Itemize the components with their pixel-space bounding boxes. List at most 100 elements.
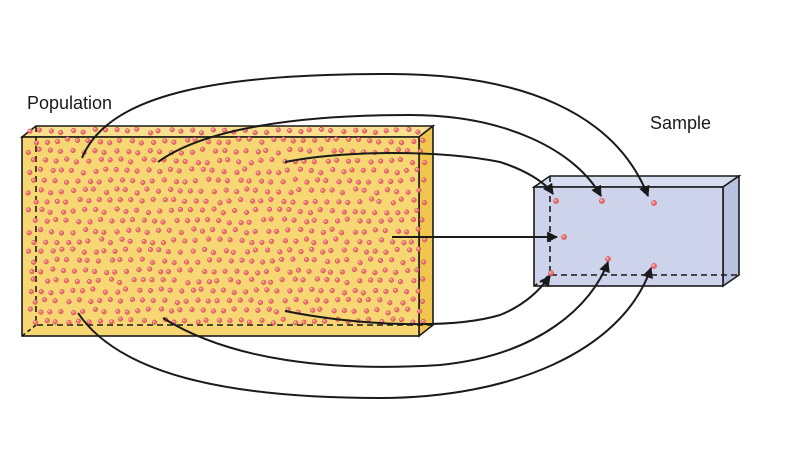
- dot: [58, 129, 64, 136]
- dot: [76, 239, 82, 245]
- dot: [372, 210, 378, 216]
- dot: [258, 157, 264, 163]
- dot: [74, 137, 81, 143]
- dot: [205, 298, 211, 304]
- dot: [394, 189, 400, 195]
- dot: [255, 149, 261, 155]
- dot: [422, 160, 428, 166]
- dot: [107, 296, 113, 303]
- dot: [58, 167, 64, 173]
- dot: [298, 129, 304, 135]
- dot: [311, 217, 317, 223]
- dot: [192, 178, 198, 184]
- dot: [259, 239, 265, 245]
- dot: [398, 178, 404, 184]
- dot: [310, 307, 316, 313]
- dot: [135, 150, 141, 156]
- dot: [80, 129, 86, 135]
- dot: [199, 207, 205, 213]
- dot: [191, 226, 197, 232]
- dot: [210, 308, 216, 314]
- arrow-middle-bottom: [162, 260, 610, 368]
- dot: [286, 206, 292, 213]
- dot: [86, 279, 92, 285]
- dot: [38, 248, 44, 254]
- dot: [190, 127, 196, 133]
- dot: [259, 317, 265, 323]
- dot: [114, 186, 120, 192]
- dot: [58, 230, 65, 236]
- dot: [157, 169, 163, 175]
- dot: [250, 198, 256, 204]
- dot: [109, 257, 116, 263]
- dot: [129, 217, 136, 223]
- dot: [377, 257, 384, 264]
- dot: [404, 289, 410, 295]
- dot: [217, 158, 223, 164]
- dot: [234, 268, 240, 274]
- dot: [114, 206, 120, 212]
- dot: [83, 226, 89, 233]
- dot: [223, 248, 229, 254]
- dot: [415, 226, 421, 232]
- dot: [38, 166, 44, 172]
- dot: [92, 148, 98, 154]
- dot: [171, 277, 177, 283]
- dot: [119, 177, 126, 183]
- dot: [385, 310, 391, 316]
- dot: [266, 206, 273, 212]
- dot: [323, 218, 329, 225]
- dot: [137, 287, 143, 293]
- dot: [83, 267, 89, 273]
- dot: [307, 210, 314, 216]
- dot: [287, 269, 293, 275]
- dot: [200, 307, 206, 313]
- dot: [178, 150, 184, 156]
- dot: [216, 139, 222, 146]
- population-box: [19, 124, 436, 338]
- dot: [182, 179, 188, 185]
- dot: [117, 316, 124, 322]
- dot: [360, 167, 366, 173]
- dot: [118, 156, 124, 162]
- dot: [226, 220, 232, 226]
- dot: [411, 139, 417, 145]
- dot: [140, 179, 146, 186]
- dot: [171, 237, 177, 243]
- dot: [104, 270, 110, 276]
- dot: [336, 179, 342, 185]
- dot: [38, 269, 44, 275]
- dot: [291, 217, 297, 223]
- dot: [357, 297, 363, 303]
- dot: [341, 290, 348, 296]
- dot: [162, 258, 168, 264]
- dot: [195, 259, 201, 265]
- dot: [265, 189, 271, 195]
- dot: [276, 170, 282, 176]
- sample-dots: [548, 198, 657, 276]
- dot: [367, 256, 374, 262]
- dot: [97, 318, 103, 324]
- dot: [328, 128, 334, 134]
- dot: [334, 277, 340, 283]
- dot: [206, 139, 212, 145]
- dot: [334, 258, 340, 264]
- dot: [230, 249, 236, 255]
- dot: [115, 308, 121, 314]
- dot: [293, 238, 299, 244]
- dot: [129, 296, 136, 303]
- dot: [64, 156, 70, 162]
- dot: [309, 286, 315, 293]
- dot: [292, 276, 298, 282]
- dot: [45, 278, 51, 284]
- dot: [107, 197, 113, 203]
- dot: [107, 140, 113, 146]
- dot: [196, 279, 202, 285]
- dot: [365, 179, 372, 185]
- dot: [416, 187, 422, 193]
- dot: [268, 196, 274, 203]
- dot: [421, 259, 427, 265]
- dot: [104, 189, 110, 196]
- dot: [407, 247, 413, 253]
- dot: [361, 229, 367, 235]
